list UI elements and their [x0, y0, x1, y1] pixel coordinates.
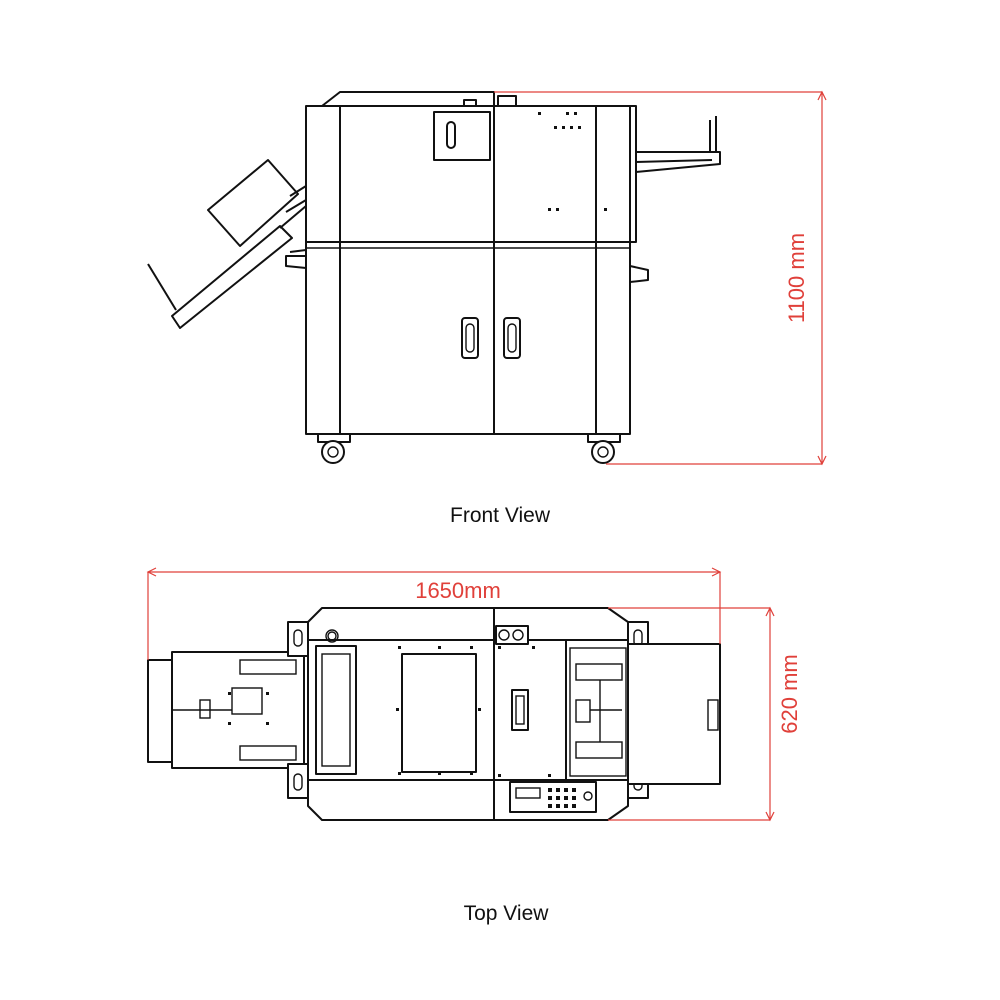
- delivery-tray: [147, 159, 307, 329]
- front-view: 1100 mm Front View: [147, 90, 827, 527]
- caster-wheel-left: [321, 440, 345, 464]
- top-panel-window: [401, 653, 477, 773]
- top-cover: [321, 91, 495, 107]
- feeder-mechanism-top: [569, 647, 627, 777]
- height-dimension: 1100 mm: [494, 90, 827, 466]
- height-dimension-label: 1100 mm: [784, 233, 809, 323]
- stacker-top: [147, 651, 305, 769]
- depth-dimension: 620 mm: [608, 606, 802, 822]
- access-panel: [433, 111, 491, 161]
- top-view: 1650mm 620 mm Top View: [146, 567, 802, 925]
- length-dimension: 1650mm: [146, 567, 722, 660]
- depth-dimension-label: 620 mm: [777, 654, 802, 733]
- front-view-caption: Front View: [450, 504, 551, 527]
- feed-tray: [629, 105, 721, 283]
- caster-wheel-right: [591, 440, 615, 464]
- feed-tray-top: [627, 643, 721, 785]
- control-panel: [509, 781, 597, 813]
- top-view-caption: Top View: [464, 902, 550, 925]
- length-dimension-label: 1650mm: [415, 578, 501, 603]
